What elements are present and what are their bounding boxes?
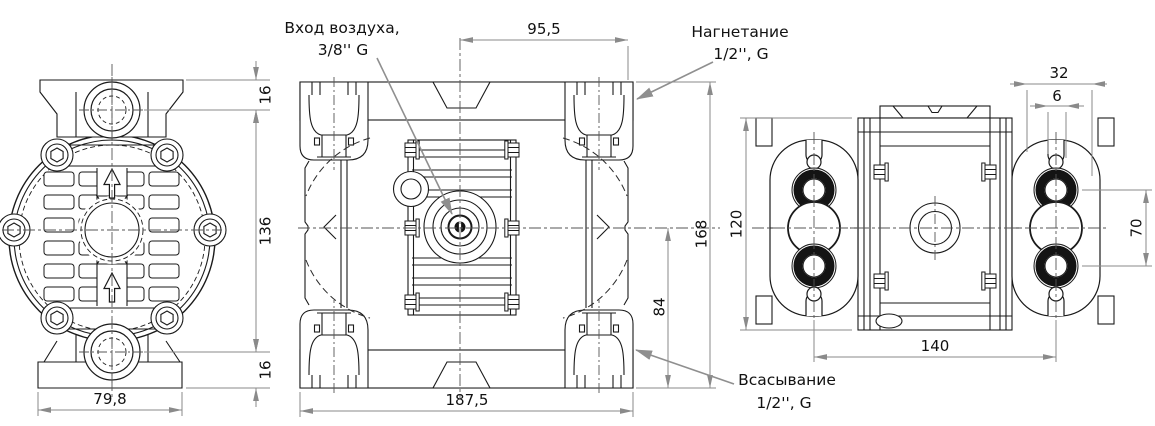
label-suction-line2: 1/2'', G — [756, 394, 811, 412]
corner-block — [755, 117, 773, 147]
cover-bolt — [40, 301, 74, 335]
air-inlet-leader — [376, 57, 453, 215]
body-bolt — [873, 162, 889, 182]
flange-foot — [299, 299, 369, 394]
flange-foot — [564, 76, 634, 171]
flange-foot — [564, 299, 634, 394]
body-bolt — [504, 292, 520, 312]
dim-foot-to-port-bottom: 16 — [257, 360, 275, 379]
dim-overall-height: 168 — [693, 220, 711, 249]
callouts: Вход воздуха, 3/8'' G Нагнетание 1/2'', … — [284, 19, 836, 412]
label-suction-line1: Всасывание — [738, 371, 836, 389]
muffler-port — [392, 170, 430, 208]
label-discharge-line1: Нагнетание — [691, 23, 788, 41]
cover-bolt — [150, 301, 184, 335]
left-view-dimensions: 16 136 16 79,8 — [37, 61, 275, 416]
front-view — [298, 38, 720, 398]
right-view — [752, 105, 1115, 331]
body-bolt — [873, 271, 889, 291]
label-air-inlet-line2: 3/8'' G — [318, 41, 368, 59]
dim-slot-width: 6 — [1052, 87, 1062, 105]
dim-inlet-to-edge: 95,5 — [527, 20, 560, 38]
dim-port-spacing: 136 — [257, 217, 275, 246]
flange-foot — [299, 76, 369, 171]
body-bolt — [404, 292, 420, 312]
dim-port-distance: 140 — [921, 337, 950, 355]
left-side-cover — [304, 160, 348, 308]
body-bolt — [404, 140, 420, 160]
left-view — [0, 64, 227, 400]
top-center-boss — [432, 81, 491, 109]
corner-block — [1097, 117, 1115, 147]
dim-inlet-height: 84 — [651, 297, 669, 316]
dim-overall-width: 187,5 — [446, 391, 489, 409]
discharge-leader — [636, 61, 714, 100]
suction-leader — [635, 349, 735, 385]
cover-bolt — [150, 138, 184, 172]
label-air-inlet-line1: Вход воздуха, — [284, 19, 399, 37]
hidden-chamber-arcs — [305, 137, 628, 319]
right-view-dimensions: 32 6 120 70 140 — [728, 64, 1152, 362]
dim-flange-width: 32 — [1049, 64, 1068, 82]
bottom-center-boss — [432, 361, 491, 389]
corner-block — [1097, 295, 1115, 325]
dim-port-spacing: 70 — [1128, 218, 1146, 237]
body-bolt — [981, 271, 997, 291]
dim-foot-to-port-top: 16 — [257, 85, 275, 104]
drain-boss — [875, 313, 903, 329]
cover-bolt — [40, 138, 74, 172]
label-discharge-line2: 1/2'', G — [713, 45, 768, 63]
dim-foot-width: 79,8 — [93, 390, 126, 408]
dim-body-height: 120 — [728, 210, 746, 239]
corner-block — [755, 295, 773, 325]
body-bolt — [504, 140, 520, 160]
right-side-cover — [585, 160, 629, 308]
body-bolt — [981, 162, 997, 182]
